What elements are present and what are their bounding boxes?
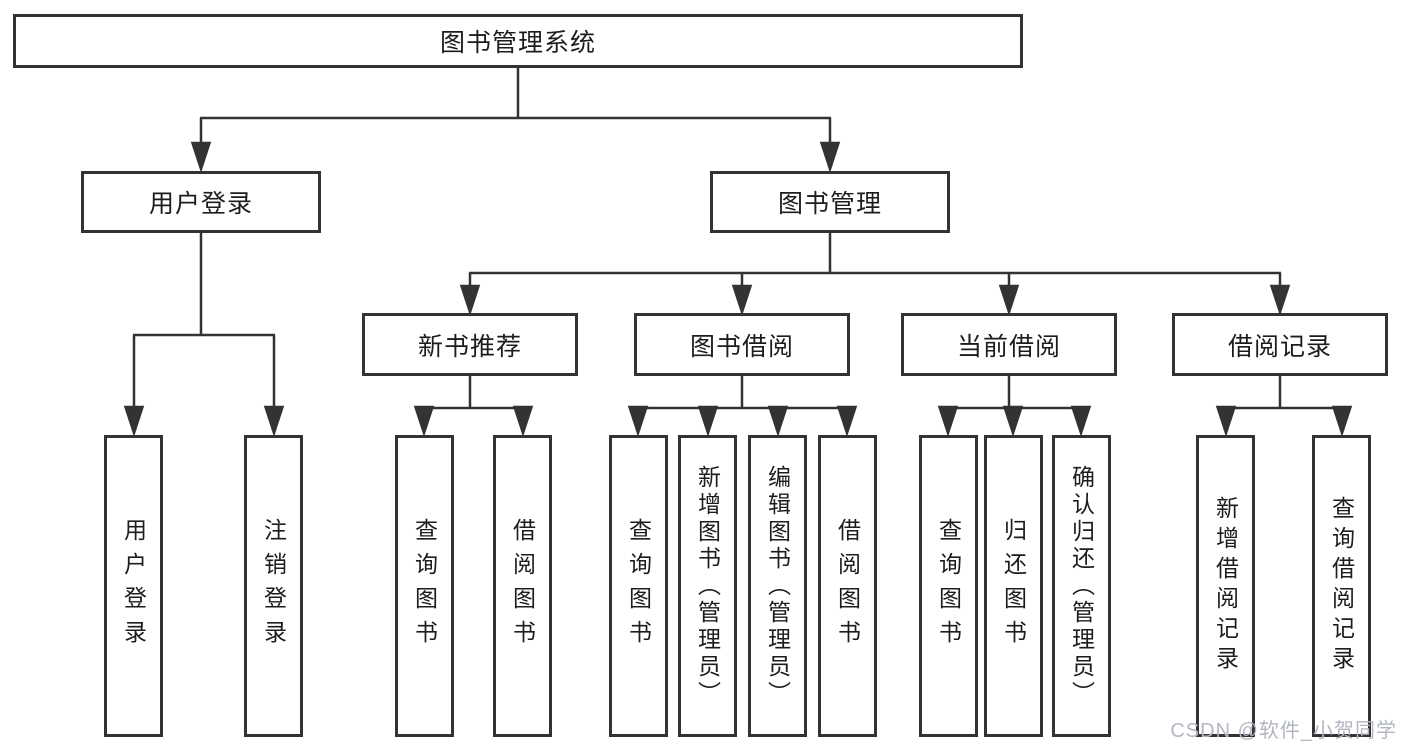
leaf-edit-book-admin: 编辑图书（管理员） [748,435,807,737]
node-label: 当前借阅 [956,332,1061,361]
node-label: 新增图书（管理员） [694,464,721,708]
node-label: 新增借阅记录 [1212,496,1239,676]
node-book-borrow: 图书借阅 [634,313,850,376]
node-label: 查询图书 [625,518,652,654]
connector-book-borrow-split [627,376,858,438]
node-label: 借阅记录 [1227,332,1332,361]
node-label: 图书管理系统 [439,29,596,57]
leaf-query-books-borrow: 查询图书 [609,435,668,737]
node-label: 图书管理 [777,190,882,218]
connector-book-management-to-level3 [459,233,1291,317]
node-label: 新书推荐 [417,332,522,361]
node-user-login: 用户登录 [81,171,321,233]
connector-borrow-records-split [1215,376,1353,438]
node-label: 查询图书 [935,518,962,654]
leaf-query-borrow-record: 查询借阅记录 [1312,435,1371,737]
node-current-borrow: 当前借阅 [901,313,1117,376]
leaf-query-books-recommend: 查询图书 [395,435,454,737]
leaf-user-login: 用户登录 [104,435,163,737]
leaf-borrow-books-recommend: 借阅图书 [493,435,552,737]
node-label: 归还图书 [1000,518,1027,654]
leaf-borrow-books: 借阅图书 [818,435,877,737]
connector-current-borrow-split [937,376,1092,438]
leaf-query-books-current: 查询图书 [919,435,978,737]
node-label: 用户登录 [148,190,253,218]
node-label: 用户登录 [120,518,147,654]
node-label: 注销登录 [260,518,287,654]
node-root: 图书管理系统 [13,14,1023,68]
csdn-watermark: CSDN @软件_小贺同学 [1170,720,1397,742]
node-label: 编辑图书（管理员） [764,464,791,708]
leaf-add-borrow-record: 新增借阅记录 [1196,435,1255,737]
leaf-add-book-admin: 新增图书（管理员） [678,435,737,737]
node-label: 借阅图书 [509,518,536,654]
connector-new-book-split [413,376,534,438]
connector-user-login-split [123,233,285,438]
connector-root-to-level2 [190,68,841,174]
node-new-book-recommend: 新书推荐 [362,313,578,376]
node-label: 借阅图书 [834,518,861,654]
leaf-confirm-return-admin: 确认归还（管理员） [1052,435,1111,737]
node-label: 图书借阅 [689,332,794,361]
leaf-logout: 注销登录 [244,435,303,737]
node-label: 查询图书 [411,518,438,654]
node-label: 确认归还（管理员） [1068,464,1095,708]
node-label: 查询借阅记录 [1328,496,1355,676]
leaf-return-book: 归还图书 [984,435,1043,737]
node-book-management: 图书管理 [710,171,950,233]
node-borrow-records: 借阅记录 [1172,313,1388,376]
